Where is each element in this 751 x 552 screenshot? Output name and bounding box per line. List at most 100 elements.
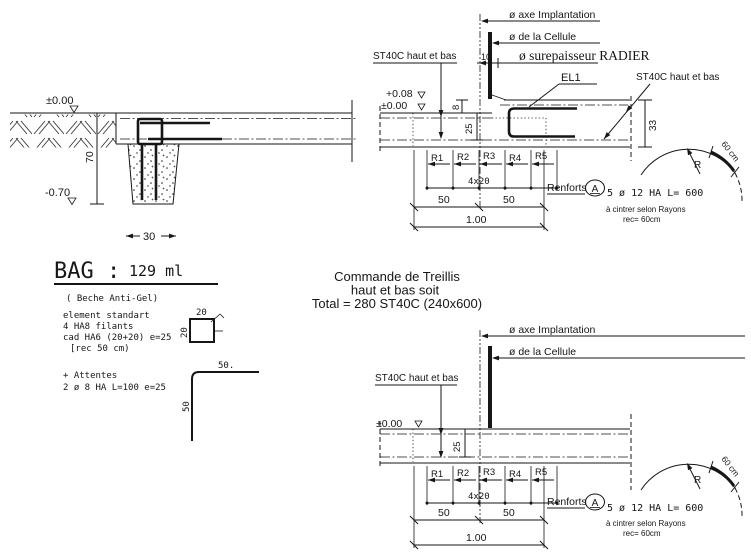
svg-text:50: 50 (182, 401, 192, 412)
svg-text:R2: R2 (457, 152, 469, 163)
level-bottom-label: -0.70 (45, 187, 70, 199)
svg-text:50: 50 (503, 194, 515, 206)
bar-note: 5 ø 12 HA L= 600 (607, 503, 703, 514)
svg-text:Renforts: Renforts (547, 496, 587, 508)
svg-text:Commande de Treillis: Commande de Treillis (334, 269, 460, 284)
svg-text:Renforts: Renforts (547, 182, 587, 194)
svg-text:4 HA8 filants: 4 HA8 filants (63, 322, 133, 332)
svg-text:ST40C haut et bas: ST40C haut et bas (373, 51, 456, 62)
leader-cellule: ø de la Cellule (492, 346, 745, 361)
svg-text:50: 50 (503, 507, 515, 519)
svg-text:ST40C haut et bas: ST40C haut et bas (636, 72, 719, 83)
renforts-ref: A (592, 498, 599, 509)
dim-30: 30 (126, 231, 176, 243)
svg-text:20: 20 (180, 327, 190, 338)
bend-note: à cintrer selon Rayons (606, 205, 686, 214)
level-marker-icon (67, 197, 77, 206)
beche-rebar (136, 117, 222, 200)
radier-detail-top: ø axe Implantation ø de la Cellule 10 ø … (373, 9, 743, 232)
el1-rebar (507, 107, 577, 138)
bend-note: à cintrer selon Rayons (606, 519, 686, 528)
svg-text:ø axe Implantation: ø axe Implantation (509, 324, 596, 336)
svg-text:R5: R5 (535, 151, 547, 162)
dim-25: 25 (452, 428, 471, 458)
cadre-detail: 20 20 (180, 308, 225, 343)
dim-10-label: 10 (481, 52, 491, 62)
label-st40c-left: ST40C haut et bas (375, 373, 458, 458)
beche-footing (127, 143, 180, 205)
level-marker-icon (417, 103, 426, 111)
slab-lines (379, 414, 632, 490)
svg-text:R5: R5 (535, 467, 547, 478)
radius-label: R (694, 160, 701, 171)
attente-detail: 50. 50 (182, 361, 259, 441)
svg-text:50: 50 (438, 507, 450, 519)
level-marker-icon (417, 91, 426, 99)
svg-text:R2: R2 (457, 468, 469, 479)
label-el1: EL1 (528, 72, 597, 108)
bar-note: 5 ø 12 HA L= 600 (607, 188, 703, 199)
svg-text:25: 25 (452, 441, 463, 452)
bag-quantity: 129 ml (129, 262, 183, 280)
svg-text:ø de la Cellule: ø de la Cellule (509, 346, 576, 358)
leader-radier: 10 ø surepaisseur RADIER (477, 48, 649, 68)
level-marker-icon (414, 420, 423, 428)
svg-text:R4: R4 (509, 469, 521, 480)
svg-text:50.: 50. (218, 361, 234, 371)
svg-text:20: 20 (196, 308, 207, 318)
bend-radius-arc: R 60 cm (640, 454, 743, 518)
left-cross-section: ±0.00 -0.70 70 30 (10, 95, 358, 243)
svg-text:70: 70 (84, 151, 96, 163)
svg-text:1.00: 1.00 (466, 532, 487, 544)
level-zero-label: ±0.00 (381, 100, 407, 112)
slab-lines (379, 96, 632, 161)
order-note: Commande de Treillis haut et bas soit To… (312, 269, 482, 311)
level-marker-icon (69, 105, 79, 114)
level-zero-label: ±0.00 (46, 95, 73, 107)
svg-text:[rec 50 cm): [rec 50 cm) (70, 344, 130, 354)
leader-axe: ø axe Implantation (481, 324, 745, 339)
svg-text:+ Attentes: + Attentes (63, 371, 117, 381)
cover-note: rec= 60cm (623, 529, 661, 538)
cover-note: rec= 60cm (623, 215, 661, 224)
svg-text:R4: R4 (509, 153, 521, 164)
radier-detail-bottom: ø axe Implantation ø de la Cellule ST40C… (375, 324, 745, 550)
leader-cellule: ø de la Cellule (492, 31, 600, 46)
overall-dims: 50 50 1.00 (409, 150, 549, 232)
overall-dims: 50 50 1.00 (409, 466, 549, 550)
svg-text:R3: R3 (483, 151, 495, 162)
svg-text:haut et bas soit: haut et bas soit (351, 283, 440, 298)
level-zero-label: ±0.00 (376, 418, 402, 430)
svg-text:Total = 280 ST40C (240x600): Total = 280 ST40C (240x600) (312, 296, 482, 311)
svg-text:EL1: EL1 (561, 72, 581, 84)
dim-25: 25 (464, 112, 483, 141)
svg-text:ø surepaisseur RADIER: ø surepaisseur RADIER (519, 48, 649, 63)
svg-text:cad HA6 (20+20) e=25: cad HA6 (20+20) e=25 (63, 333, 171, 343)
leader-axe: ø axe Implantation (481, 9, 600, 24)
renforts-ref: A (592, 184, 599, 195)
renforts-note: Renforts A (547, 179, 605, 197)
svg-text:8: 8 (451, 105, 462, 110)
svg-text:element standart: element standart (63, 311, 150, 321)
bag-block: BAG : 129 ml ( Beche Anti-Gel) element s… (54, 259, 259, 441)
svg-text:R1: R1 (431, 469, 443, 480)
renfort-dims: R1 R2 R3 R4 R5 4x20 (425, 466, 559, 505)
svg-text:R1: R1 (431, 153, 443, 164)
dim-70: 70 (84, 113, 104, 205)
bag-subtitle: ( Beche Anti-Gel) (66, 294, 158, 304)
svg-text:4x20: 4x20 (468, 492, 490, 502)
dim-33: 33 (638, 99, 659, 148)
svg-text:50: 50 (438, 194, 450, 206)
svg-text:ST40C haut et bas: ST40C haut et bas (375, 373, 458, 384)
svg-text:4x20: 4x20 (468, 177, 490, 187)
renfort-dims: R1 R2 R3 R4 R5 4x20 (425, 150, 559, 190)
svg-text:25: 25 (464, 123, 475, 134)
svg-text:R3: R3 (483, 467, 495, 478)
svg-text:ø axe Implantation: ø axe Implantation (509, 9, 596, 21)
label-st40c-right: ST40C haut et bas (603, 72, 719, 140)
svg-text:1.00: 1.00 (466, 214, 487, 226)
soil-hatch (10, 114, 116, 148)
level-plus-label: +0.08 (386, 88, 413, 100)
